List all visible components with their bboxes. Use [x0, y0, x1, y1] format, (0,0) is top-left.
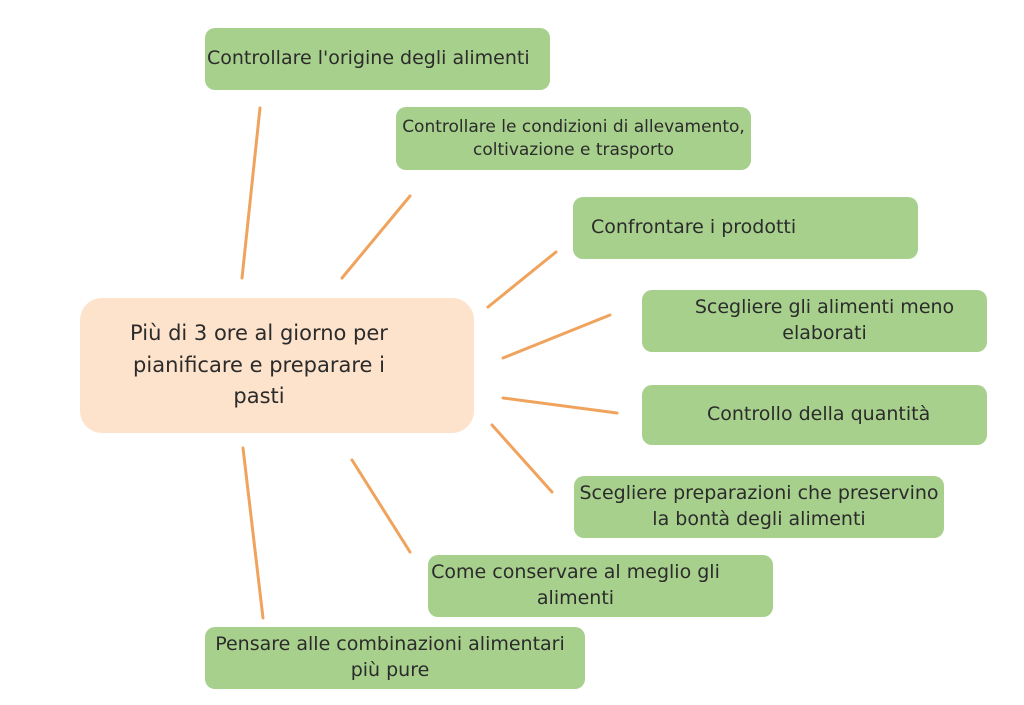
topic-box-confrontare: Confrontare i prodotti: [573, 197, 918, 259]
connector-line: [501, 396, 619, 415]
topic-text: Controllare le condizioni di allevamento…: [402, 116, 745, 160]
topic-box-preparazioni: Scegliere preparazioni che preservino la…: [574, 476, 944, 538]
topic-text: Scegliere preparazioni che preservino la…: [579, 482, 939, 530]
topic-box-combinazioni: Pensare alle combinazioni alimentari più…: [205, 627, 585, 689]
topic-box-quantita: Controllo della quantità: [642, 385, 987, 445]
topic-box-elaborati: Scegliere gli alimenti meno elaborati: [642, 290, 987, 352]
connector-line: [240, 106, 262, 280]
connector-line: [490, 423, 554, 494]
topic-text: Controllo della quantità: [707, 403, 931, 426]
topic-box-origine: Controllare l'origine degli alimenti: [205, 28, 550, 90]
connector-line: [241, 446, 265, 620]
topic-text: Scegliere gli alimenti meno elaborati: [694, 296, 955, 344]
topic-box-allevamento: Controllare le condizioni di allevamento…: [396, 107, 751, 170]
topic-text: Controllare l'origine degli alimenti: [207, 47, 530, 70]
connector-line: [501, 313, 612, 360]
topic-text: Confrontare i prodotti: [591, 216, 797, 239]
topic-text: Come conservare al meglio gli alimenti: [431, 561, 720, 609]
topic-box-conservare: Come conservare al meglio gli alimenti: [428, 555, 773, 617]
connector-line: [340, 194, 412, 280]
central-topic-text: Più di 3 ore al giorno per pianificare e…: [130, 321, 388, 409]
central-topic-box: Più di 3 ore al giorno per pianificare e…: [80, 298, 474, 433]
connector-line: [350, 458, 412, 554]
topic-text: Pensare alle combinazioni alimentari più…: [215, 633, 565, 681]
connector-line: [486, 250, 558, 309]
